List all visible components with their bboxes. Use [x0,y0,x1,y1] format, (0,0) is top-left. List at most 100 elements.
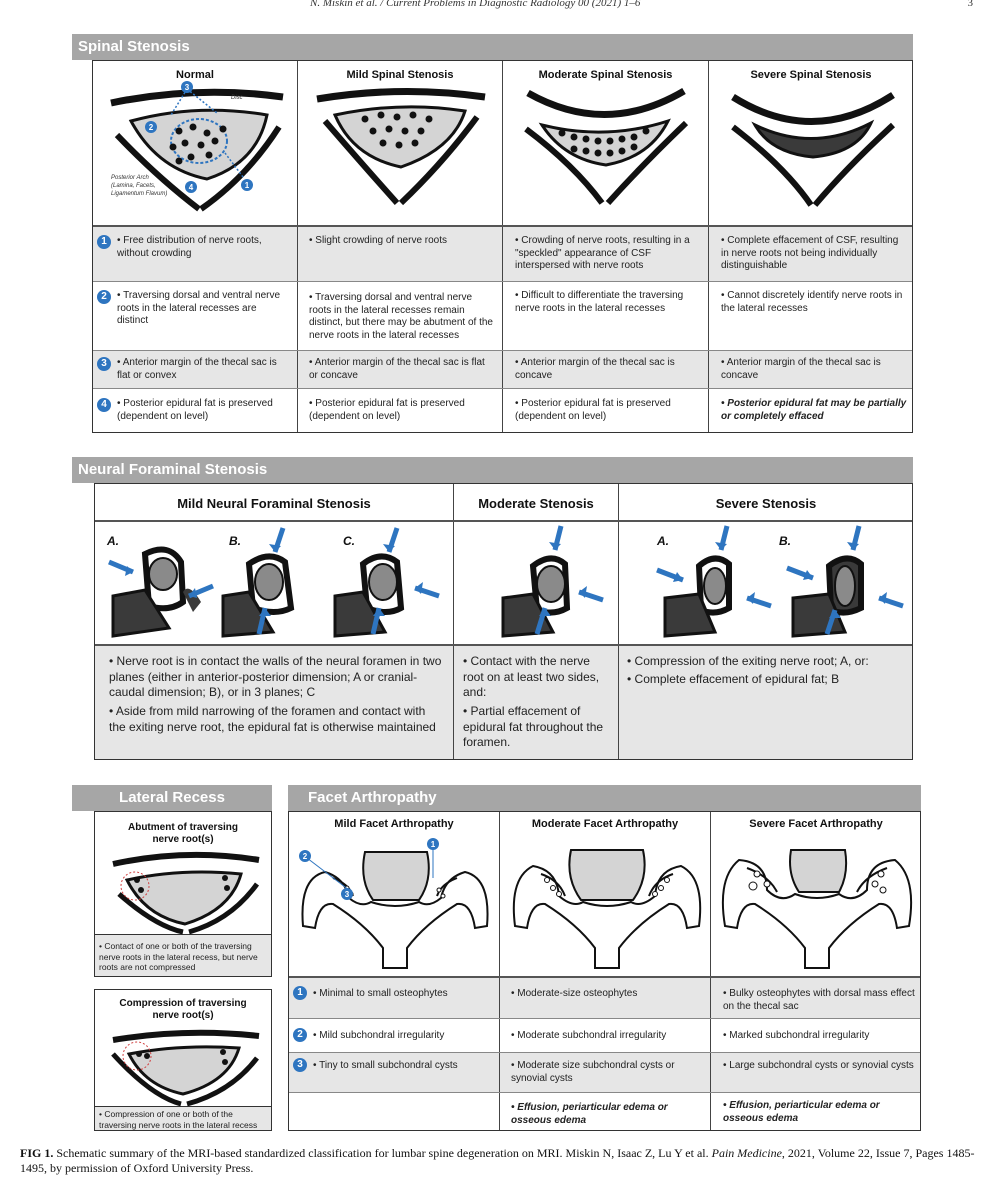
figure-label: FIG 1. [20,1146,54,1160]
foramen-diagram-severe-b [786,525,904,638]
nfs-mild-bullet-2: • Aside from mild narrowing of the foram… [109,704,436,734]
lateral-box-1: Abutment of traversing nerve root(s) [94,811,272,935]
facet-arthropathy-header: Facet Arthropathy [288,785,921,811]
compression-diagram [111,1029,260,1107]
spinal-r2-c2: • Traversing dorsal and ventral nerve ro… [309,292,493,341]
spinal-stenosis-panel: Normal Mild Spinal Stenosis Moderate Spi… [92,60,913,433]
spinal-stenosis-header: Spinal Stenosis [72,34,913,60]
letter-c-mild: C. [343,534,355,548]
letter-b-mild: B. [229,534,241,548]
marker-2: 2 [145,121,157,133]
svg-text:4: 4 [189,183,194,192]
facet-r2-c2: • Moderate subchondral irregularity [511,1030,667,1041]
col-head-moderate: Moderate Spinal Stenosis [538,69,673,81]
lamina-label: (Lamina, Facets, [111,183,156,189]
letter-a-severe: A. [657,534,669,548]
svg-text:2: 2 [149,123,154,132]
lateral-box2-title: Compression of traversing nerve root(s) [119,998,247,1021]
spinal-r4-c3: • Posterior epidural fat is preserved (d… [515,398,671,422]
nfs-moderate-bullet-2: • Partial effacement of epidural fat thr… [463,704,604,749]
foramen-diagram-moderate [501,525,604,638]
neural-foraminal-panel: Mild Neural Foraminal Stenosis Moderate … [94,483,913,760]
facet-r1-c1: • Minimal to small osteophytes [313,988,448,999]
facet-r3-c3: • Large subchondral cysts or synovial cy… [723,1060,914,1071]
facet-row-marker-3: 3 [293,1058,307,1072]
running-head-text: N. Miskin et al. / Current Problems in D… [310,0,641,9]
spinal-r1-c2: • Slight crowding of nerve roots [309,235,448,246]
lateral-box-2: Compression of traversing nerve root(s) [94,989,272,1107]
lateral-box-2-text: • Compression of one or both of the trav… [94,1107,272,1131]
disc-label: Disc [231,95,243,101]
foramen-diagram-severe-a [656,525,772,638]
col-head-severe-facet: Severe Facet Arthropathy [749,818,883,830]
row-marker-2: 2 [97,290,111,304]
neural-foraminal-header: Neural Foraminal Stenosis [72,457,913,483]
nfs-moderate-bullet-1: • Contact with the nerve root on at leas… [463,654,600,699]
spinal-r2-c1: • Traversing dorsal and ventral nerve ro… [117,290,281,326]
spinal-r2-c3: • Difficult to differentiate the travers… [515,290,684,314]
facet-row-marker-1: 1 [293,986,307,1000]
facet-marker-1: 1 [427,838,439,850]
col-head-mild: Mild Spinal Stenosis [346,69,454,81]
svg-text:3: 3 [185,83,190,92]
spinal-r1-c1: • Free distribution of nerve roots, with… [117,235,262,259]
mild-facet-diagram: 2 3 1 [299,838,489,969]
spinal-r1-c3: • Crowding of nerve roots, resulting in … [515,235,690,271]
foramen-diagram-mild-b [221,527,295,638]
moderate-facet-diagram [512,849,702,969]
posterior-arch-label: Posterior Arch [111,175,149,181]
caption-text-1: Schematic summary of the MRI-based stand… [53,1146,712,1160]
svg-text:1: 1 [431,840,436,849]
lateral-box1-text: • Contact of one or both of the traversi… [99,941,258,972]
lateral-box1-title: Abutment of traversing nerve root(s) [127,822,238,845]
col-head-moderate-facet: Moderate Facet Arthropathy [531,818,679,830]
svg-text:1: 1 [245,181,250,190]
moderate-spinal-diagram [524,87,689,206]
facet-marker-2: 2 [299,850,311,862]
facet-r2-c1: • Mild subchondral irregularity [313,1030,445,1041]
caption-journal: Pain Medicine [711,1146,782,1160]
facet-row-marker-2: 2 [293,1028,307,1042]
abutment-diagram [112,851,260,935]
severe-spinal-diagram [731,92,896,207]
row-marker-3: 3 [97,357,111,371]
row-marker-4: 4 [97,398,111,412]
spinal-r4-c1: • Posterior epidural fat is preserved (d… [117,398,273,422]
spinal-r4-c4: • Posterior epidural fat may be partiall… [721,398,907,422]
lateral-box2-text: • Compression of one or both of the trav… [99,1109,258,1130]
spinal-r4-c2: • Posterior epidural fat is preserved (d… [309,398,465,422]
nfs-severe-bullet-1: • Compression of the exiting nerve root;… [627,654,869,668]
letter-a-mild: A. [107,534,119,548]
col-head-severe: Severe Spinal Stenosis [750,69,872,81]
nfs-severe-bullet-2: • Complete effacement of epidural fat; B [627,672,840,686]
spinal-r2-c4: • Cannot discretely identify nerve roots… [721,290,903,314]
facet-r1-c3: • Bulky osteophytes with dorsal mass eff… [723,988,915,1012]
mild-spinal-diagram [316,87,486,206]
facet-r1-c2: • Moderate-size osteophytes [511,988,638,999]
severe-facet-diagram [721,849,913,969]
figure-caption: FIG 1. Schematic summary of the MRI-base… [20,1146,980,1176]
col-head-moderate-nfs: Moderate Stenosis [478,496,594,511]
col-head-mild-nfs: Mild Neural Foraminal Stenosis [177,496,371,511]
lig-label: Ligamentum Flavum) [111,191,167,197]
row-shade [289,978,920,1018]
col-head-normal: Normal [176,69,214,81]
facet-r2-c3: • Marked subchondral irregularity [723,1030,870,1041]
page-number: 3 [967,0,974,9]
text-row-shade [95,646,912,759]
facet-marker-3: 3 [341,888,353,900]
spinal-r1-c4: • Complete effacement of CSF, resulting … [721,235,899,271]
spinal-r3-c2: • Anterior margin of the thecal sac is f… [309,357,485,381]
col-head-mild-facet: Mild Facet Arthropathy [334,818,454,830]
facet-r3-c2: • Moderate size subchondral cysts or syn… [511,1060,675,1084]
running-head: N. Miskin et al. / Current Problems in D… [0,0,993,14]
caption-text-2: , 2021, Volume 22, Issue 7, Pages 1485-1… [20,1146,975,1175]
spinal-r3-c1: • Anterior margin of the thecal sac is f… [117,357,277,381]
marker-3: 3 [181,81,193,93]
nfs-mild-bullet-1: • Nerve root is in contact the walls of … [109,654,442,699]
foramen-diagram-mild-a [108,546,214,638]
svg-text:2: 2 [303,852,308,861]
facet-arthropathy-panel: Mild Facet Arthropathy Moderate Facet Ar… [288,811,921,1131]
svg-text:3: 3 [345,890,350,899]
row-marker-1: 1 [97,235,111,249]
